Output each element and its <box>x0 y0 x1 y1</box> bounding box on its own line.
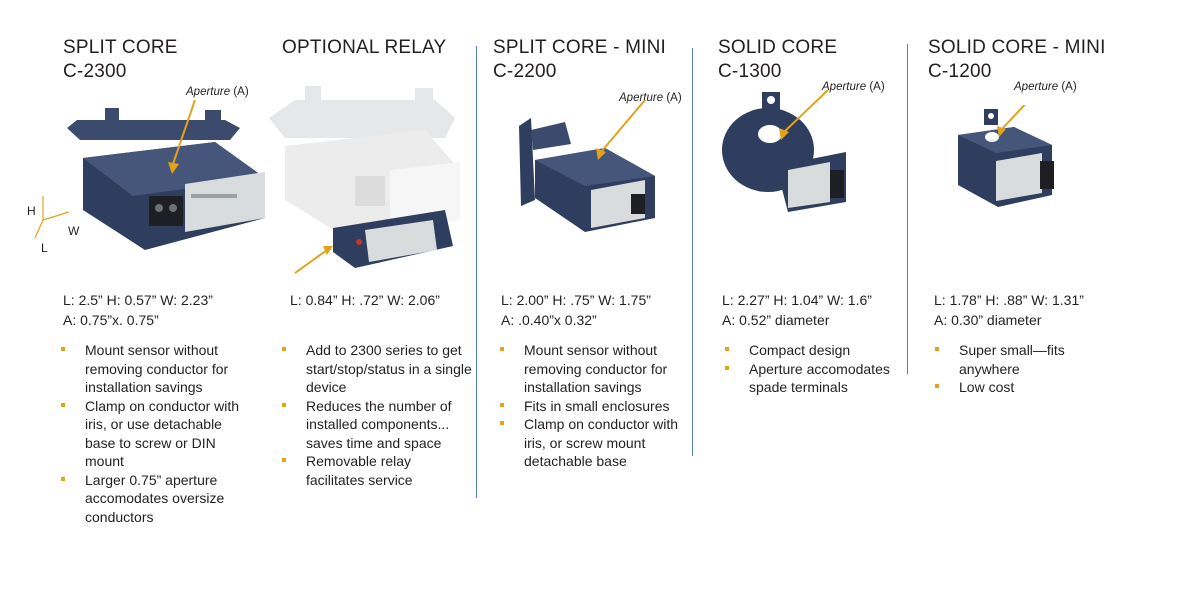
aperture-word: Aperture <box>186 86 231 98</box>
feature-item: Low cost <box>935 378 1105 397</box>
bullet-icon <box>282 347 286 351</box>
aperture-label: Aperture (A) <box>1014 81 1077 93</box>
feature-item: Fits in small enclosures <box>500 397 690 416</box>
product-name: SPLIT CORE - MINI <box>493 37 667 58</box>
bullet-icon <box>500 421 504 425</box>
feature-item: Aperture accomodates spade terminals <box>725 360 915 397</box>
features-c1300: Compact design Aperture accomodates spad… <box>725 341 915 397</box>
model-number: C-1300 <box>718 61 782 82</box>
product-name: SOLID CORE - MINI <box>928 37 1106 58</box>
features-c2200: Mount sensor without removing conductor … <box>500 341 690 471</box>
aperture-code: (A) <box>233 86 249 98</box>
aperture-code: (A) <box>869 81 885 93</box>
specs-relay: L: 0.84” H: .72” W: 2.06” <box>290 290 440 310</box>
bullet-icon <box>500 402 504 407</box>
features-c2300: Mount sensor without removing conductor … <box>61 341 251 526</box>
aperture-code: (A) <box>1061 81 1077 93</box>
bullet-icon <box>500 347 504 351</box>
feature-item: Clamp on conductor with iris, or screw m… <box>500 415 690 471</box>
features-c1200: Super small—fits anywhere Low cost <box>935 341 1105 397</box>
column-divider <box>907 44 908 374</box>
bullet-icon <box>282 458 286 462</box>
features-relay: Add to 2300 series to get start/stop/sta… <box>282 341 472 489</box>
split-core-mini-c2200-image <box>519 100 655 232</box>
aperture-size: A: .0.40”x 0.32” <box>501 312 597 328</box>
aperture-size: A: 0.52” diameter <box>722 312 830 328</box>
dimensions: L: 2.00” H: .75” W: 1.75” <box>501 292 651 308</box>
column-divider <box>692 48 693 456</box>
specs-c1300: L: 2.27” H: 1.04” W: 1.6” A: 0.52” diame… <box>722 290 872 330</box>
feature-item: Removable relay facilitates service <box>282 452 472 489</box>
product-name: OPTIONAL RELAY <box>282 37 447 58</box>
product-title-relay: OPTIONAL RELAY <box>282 36 446 60</box>
aperture-label: Aperture (A) <box>186 86 249 98</box>
specs-c2300: L: 2.5” H: 0.57” W: 2.23” A: 0.75”x. 0.7… <box>63 290 213 330</box>
feature-item: Super small—fits anywhere <box>935 341 1105 378</box>
model-number: C-2200 <box>493 61 557 82</box>
bullet-icon <box>282 402 286 407</box>
product-title-c2200: SPLIT CORE - MINI C-2200 <box>493 36 666 84</box>
specs-c2200: L: 2.00” H: .75” W: 1.75” A: .0.40”x 0.3… <box>501 290 651 330</box>
aperture-code: (A) <box>666 92 682 104</box>
split-core-c2300-image <box>34 100 265 250</box>
dimensions: L: 2.5” H: 0.57” W: 2.23” <box>63 292 213 308</box>
bullet-icon <box>935 347 939 351</box>
feature-item: Mount sensor without removing conductor … <box>61 341 251 397</box>
bullet-icon <box>61 347 65 351</box>
model-number: C-1200 <box>928 61 992 82</box>
product-name: SPLIT CORE <box>63 37 178 58</box>
bullet-icon <box>725 365 729 370</box>
length-axis-label: L <box>41 241 48 255</box>
feature-item: Clamp on conductor with iris, or use det… <box>61 397 251 471</box>
dimensions: L: 0.84” H: .72” W: 2.06” <box>290 292 440 308</box>
feature-item: Larger 0.75” aperture accomodates oversi… <box>61 471 251 527</box>
product-title-c1200: SOLID CORE - MINI C-1200 <box>928 36 1106 84</box>
solid-core-mini-c1200-image <box>958 105 1054 207</box>
product-name: SOLID CORE <box>718 37 838 58</box>
height-axis-label: H <box>27 204 36 218</box>
feature-item: Reduces the number of installed componen… <box>282 397 472 453</box>
solid-core-c1300-image <box>722 90 846 212</box>
product-title-c2300: SPLIT CORE C-2300 <box>63 36 178 84</box>
feature-item: Compact design <box>725 341 915 360</box>
width-axis-label: W <box>68 224 80 238</box>
model-number: C-2300 <box>63 61 127 82</box>
optional-relay-image <box>269 86 460 274</box>
bullet-icon <box>61 402 65 407</box>
dimensions: L: 2.27” H: 1.04” W: 1.6” <box>722 292 872 308</box>
feature-item: Mount sensor without removing conductor … <box>500 341 690 397</box>
aperture-label: Aperture (A) <box>619 92 682 104</box>
aperture-word: Aperture <box>1014 81 1059 93</box>
specs-c1200: L: 1.78” H: .88” W: 1.31” A: 0.30” diame… <box>934 290 1084 330</box>
column-divider <box>476 46 477 498</box>
aperture-size: A: 0.30” diameter <box>934 312 1042 328</box>
aperture-label: Aperture (A) <box>822 81 885 93</box>
feature-item: Add to 2300 series to get start/stop/sta… <box>282 341 472 397</box>
aperture-word: Aperture <box>822 81 867 93</box>
bullet-icon <box>935 384 939 388</box>
bullet-icon <box>61 476 65 481</box>
bullet-icon <box>725 347 729 351</box>
aperture-word: Aperture <box>619 92 664 104</box>
dimensions: L: 1.78” H: .88” W: 1.31” <box>934 292 1084 308</box>
product-title-c1300: SOLID CORE C-1300 <box>718 36 837 84</box>
aperture-size: A: 0.75”x. 0.75” <box>63 312 159 328</box>
